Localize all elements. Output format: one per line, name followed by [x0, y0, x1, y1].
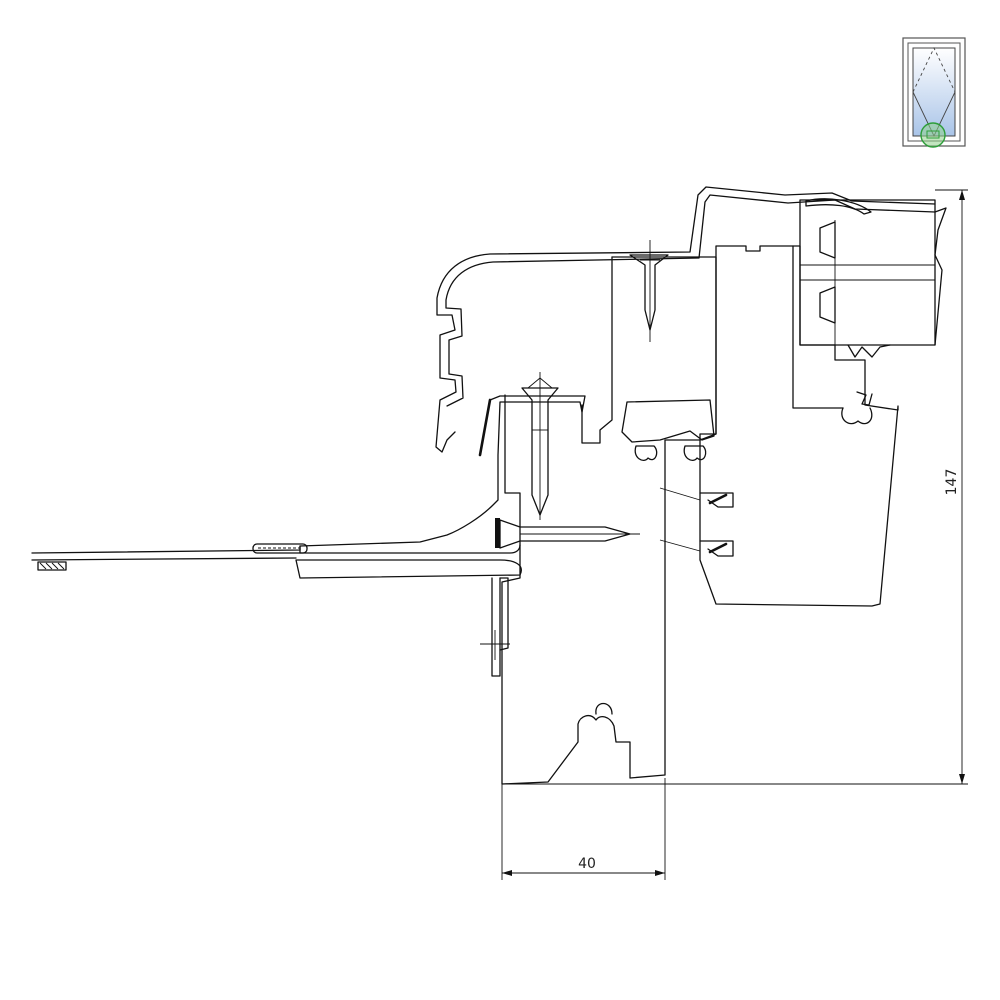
dimension-width-label: 40 [578, 856, 596, 872]
glazing-unit [799, 199, 947, 358]
exterior-sill-board [31, 543, 308, 571]
fixing-screw-middle [521, 372, 559, 520]
window-sash-thumbnail-icon [902, 37, 966, 148]
fixing-screw-horizontal [495, 518, 640, 549]
fixing-screw-top [629, 240, 669, 342]
dimension-width: 40 [501, 778, 666, 880]
sill-position-marker-icon [920, 122, 946, 148]
dimension-height-label: 147 [944, 469, 960, 496]
frame-profile [501, 256, 717, 785]
sash-profile [659, 245, 899, 607]
aluminium-cladding-profile [435, 186, 936, 453]
sill-bracket [295, 395, 586, 677]
dimension-height: 147 [502, 189, 968, 785]
